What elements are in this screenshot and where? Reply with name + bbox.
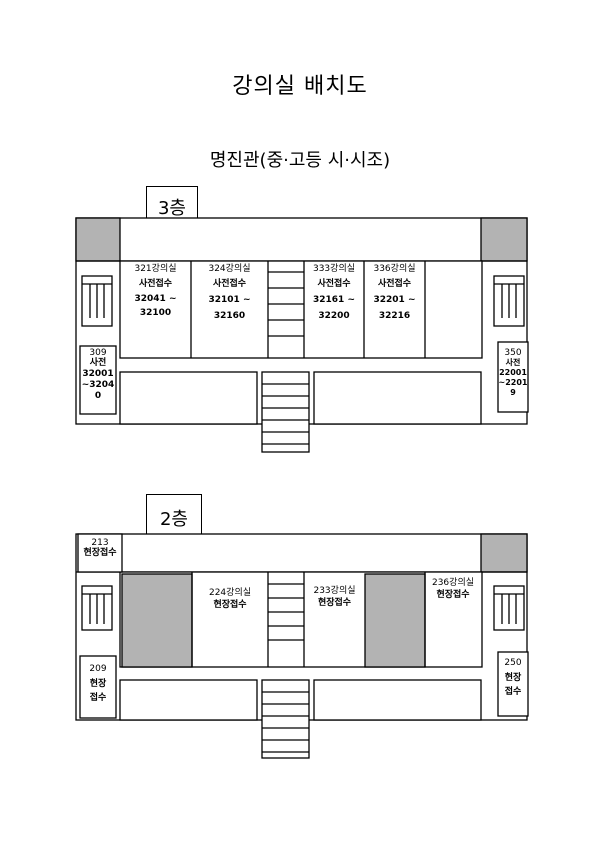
room-name: 336강의실 (373, 264, 416, 274)
floor-2-central-stairs (268, 583, 304, 641)
page-title: 강의실 배치도 (232, 74, 368, 99)
floor-3-lower-stairs (261, 371, 310, 453)
room-name: 333강의실 (312, 264, 356, 274)
room-info: 사전접수 32101 ~ 32160 (208, 279, 251, 321)
room-224: 224강의실 현장접수 (192, 588, 268, 611)
floor-2-shaded-room-right (364, 573, 426, 668)
room-number: 309 (89, 348, 107, 358)
floor-2-shaded-room-left (121, 573, 193, 668)
floor-2-stair-right (493, 585, 525, 631)
room-name: 321강의실 (134, 264, 177, 274)
room-info: 현장 접수 (504, 673, 522, 697)
building-subtitle: 명진관(중·고등 시·시조) (209, 150, 391, 171)
room-info: 사전 22001 ~2201 9 (498, 358, 528, 398)
room-number: 250 (504, 658, 522, 668)
room-209: 209 현장 접수 (80, 664, 116, 705)
room-336: 336강의실 사전접수 32201 ~ 32216 (364, 264, 425, 325)
room-name: 324강의실 (208, 264, 251, 274)
room-info: 사전접수 32161 ~ 32200 (313, 279, 355, 321)
room-236: 236강의실 현장접수 (425, 578, 481, 601)
floor-3-shaded-top-right (480, 217, 528, 262)
room-info: 현장접수 (436, 590, 470, 601)
room-name: 233강의실 (313, 586, 356, 596)
room-309: 309 사전 32001 ~3204 0 (80, 348, 116, 402)
room-number: 209 (89, 664, 107, 674)
room-350: 350 사전 22001 ~2201 9 (498, 348, 528, 398)
room-324: 324강의실 사전접수 32101 ~ 32160 (191, 264, 268, 325)
room-info: 사전접수 32201 ~ 32216 (373, 279, 416, 321)
room-info: 사전접수 32041 ~ 32100 (134, 279, 177, 319)
room-333: 333강의실 사전접수 32161 ~ 32200 (304, 264, 364, 325)
floor-3-stair-left (81, 275, 113, 327)
floor-2-stair-left (81, 585, 113, 631)
room-number: 350 (504, 348, 522, 358)
floor-3-shaded-top-left (75, 217, 121, 262)
floor-3-central-stairs (268, 271, 304, 337)
room-info: 현장 접수 (89, 679, 107, 703)
room-250: 250 현장 접수 (498, 658, 528, 699)
room-213: 213 현장접수 (78, 538, 122, 559)
floor-3-stair-right (493, 275, 525, 327)
floor-2-lower-stairs (261, 679, 310, 759)
floor-2-shaded-top-right (480, 533, 528, 573)
room-321: 321강의실 사전접수 32041 ~ 32100 (120, 264, 191, 321)
room-info: 현장접수 (83, 548, 117, 559)
room-number: 213 (91, 538, 109, 548)
room-233: 233강의실 현장접수 (304, 586, 365, 609)
room-info: 현장접수 (213, 600, 247, 611)
room-name: 236강의실 (431, 578, 475, 588)
room-info: 현장접수 (317, 598, 352, 609)
room-name: 224강의실 (208, 588, 252, 598)
room-info: 사전 32001 ~3204 0 (81, 358, 115, 401)
